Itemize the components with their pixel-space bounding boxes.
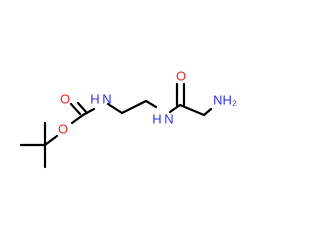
bond-ch2-to-ch2 bbox=[120, 99, 148, 115]
bond-carbonyl-to-carbamate-n bbox=[81, 107, 96, 117]
bond-carbonyl-to-ch2 bbox=[178, 103, 206, 117]
bond-carbonyl-left-double-b bbox=[76, 101, 89, 115]
bond-amide-n-to-carbonyl bbox=[168, 103, 182, 114]
bond-ch2-to-amide-n bbox=[144, 99, 158, 109]
oxygen-atom-ester: O bbox=[58, 122, 68, 137]
bond-ester-oxygen-to-carbonyl bbox=[70, 113, 85, 125]
amine-group-nh2: NH₂ bbox=[213, 93, 237, 108]
bond-carbamate-n-to-ch2 bbox=[106, 102, 124, 115]
molecule-structure: O O H N H N O NH₂ bbox=[19, 69, 237, 169]
bond-tbutyl-to-ester-oxygen bbox=[43, 134, 59, 147]
oxygen-atom-carbonyl-left: O bbox=[60, 92, 70, 107]
oxygen-atom-carbonyl-right: O bbox=[176, 69, 186, 84]
nitrogen-atom-carbamate: H N bbox=[90, 92, 111, 107]
bond-ch2-to-amine bbox=[202, 107, 213, 117]
bond-carbonyl-left-double-a bbox=[69, 102, 82, 116]
nitrogen-atom-amide: H N bbox=[152, 112, 173, 127]
